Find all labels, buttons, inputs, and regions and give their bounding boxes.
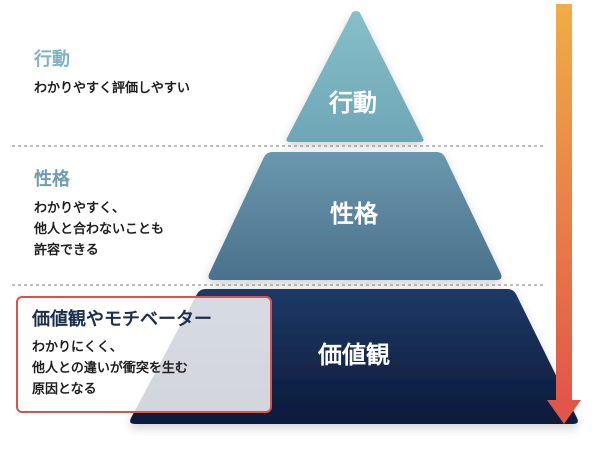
pyramid-label-kachikan: 価値観 [318, 341, 390, 369]
arrow-shaft [556, 4, 572, 402]
pyramid-tier-top [286, 11, 424, 142]
side-desc-seikaku: わかりやすく、 他人と合わないことも 許容できる [34, 201, 165, 258]
callout-kachikan: 価値観やモチベーター わかりにくく、 他人との違いが衝突を生む 原因となる [16, 296, 272, 413]
arrow-head [547, 400, 581, 424]
side-title-kachikan: 価値観やモチベーター [32, 309, 212, 330]
pyramid-label-seikaku: 性格 [330, 200, 378, 228]
side-title-kodo: 行動 [34, 49, 70, 70]
pyramid-label-kodo: 行動 [329, 89, 377, 117]
pyramid-tier-middle [208, 152, 502, 280]
side-block-kodo: 行動 わかりやすく評価しやすい [34, 48, 190, 99]
side-title-seikaku: 性格 [34, 169, 70, 190]
side-block-seikaku: 性格 わかりやすく、 他人と合わないことも 許容できる [34, 168, 164, 261]
side-desc-kachikan: わかりにくく、 他人との違いが衝突を生む 原因となる [32, 340, 188, 397]
side-desc-kodo: わかりやすく評価しやすい [34, 81, 190, 96]
